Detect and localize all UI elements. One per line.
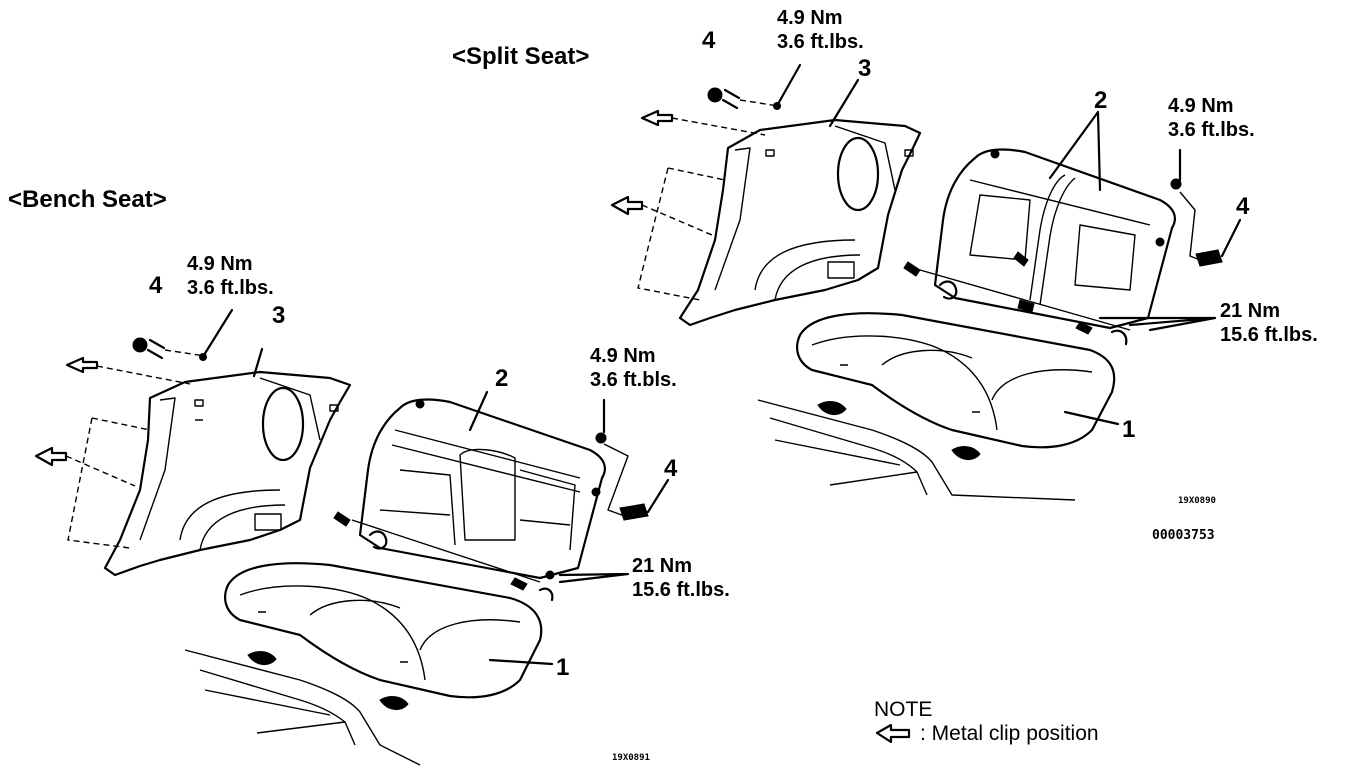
bench-bolt-4b bbox=[595, 398, 670, 521]
split-bolt-4b bbox=[1170, 148, 1242, 267]
split-seat-cushion bbox=[796, 312, 1116, 449]
split-lower-bolts bbox=[903, 251, 1131, 346]
bench-side-trim-panel bbox=[103, 370, 352, 577]
bench-seat-assembly: <Bench Seat> bbox=[8, 186, 730, 766]
split-callout-3: 3 bbox=[858, 55, 871, 82]
bench-callout-2: 2 bbox=[495, 365, 508, 392]
bench-torque-1-ft: 3.6 ft.lbs. bbox=[187, 277, 274, 299]
bench-figure-code: 19X0891 bbox=[612, 753, 650, 763]
bench-callout-4b: 4 bbox=[664, 455, 678, 482]
split-callout-4a: 4 bbox=[702, 27, 716, 54]
split-callout-1: 1 bbox=[1122, 416, 1135, 443]
split-torque-2-nm: 4.9 Nm bbox=[1168, 95, 1234, 117]
split-bolt-4a bbox=[707, 63, 802, 110]
bench-clip-arrow-icon-2 bbox=[34, 446, 68, 467]
bench-bolt-4a bbox=[132, 308, 234, 361]
bench-torque-large-nm: 21 Nm bbox=[632, 555, 692, 577]
bench-torque-2-nm: 4.9 Nm bbox=[590, 345, 656, 367]
split-seat-assembly: <Split Seat> bbox=[452, 7, 1318, 506]
split-clip-arrow-icon-1 bbox=[640, 109, 674, 127]
split-seatback bbox=[933, 148, 1176, 330]
split-figure-code: 19X0890 bbox=[1178, 496, 1216, 506]
split-torque-large-nm: 21 Nm bbox=[1220, 300, 1280, 322]
bench-seatback bbox=[358, 398, 606, 580]
split-torque-1-ft: 3.6 ft.lbs. bbox=[777, 31, 864, 53]
split-torque-1-nm: 4.9 Nm bbox=[777, 7, 843, 29]
split-floor-panel bbox=[757, 399, 1076, 501]
note-legend-text: : Metal clip position bbox=[920, 722, 1099, 745]
split-callout-2: 2 bbox=[1094, 87, 1107, 114]
bench-seat-cushion bbox=[224, 562, 543, 699]
bench-seat-heading: <Bench Seat> bbox=[8, 186, 167, 213]
hollow-arrow-icon bbox=[875, 723, 911, 744]
split-seat-heading: <Split Seat> bbox=[452, 43, 589, 70]
figure-id: 00003753 bbox=[1152, 528, 1215, 543]
note-legend: NOTE : Metal clip position bbox=[874, 698, 1099, 745]
bench-callout-4a: 4 bbox=[149, 272, 163, 299]
bench-torque-2-ft: 3.6 ft.bls. bbox=[590, 369, 677, 391]
split-side-trim-panel bbox=[678, 118, 922, 327]
bench-callout-3: 3 bbox=[272, 302, 285, 329]
bench-callout-1: 1 bbox=[556, 654, 569, 681]
note-title: NOTE bbox=[874, 698, 932, 721]
bench-clip-arrow-icon-1 bbox=[65, 356, 99, 374]
split-clip-arrow-icon-2 bbox=[610, 195, 644, 216]
bench-lower-bolts bbox=[333, 511, 554, 602]
bench-floor-panel bbox=[184, 649, 421, 766]
bench-torque-1-nm: 4.9 Nm bbox=[187, 253, 253, 275]
split-torque-large-ft: 15.6 ft.lbs. bbox=[1220, 324, 1318, 346]
split-torque-2-ft: 3.6 ft.lbs. bbox=[1168, 119, 1255, 141]
split-callout-4b: 4 bbox=[1236, 193, 1250, 220]
bench-torque-large-ft: 15.6 ft.lbs. bbox=[632, 579, 730, 601]
